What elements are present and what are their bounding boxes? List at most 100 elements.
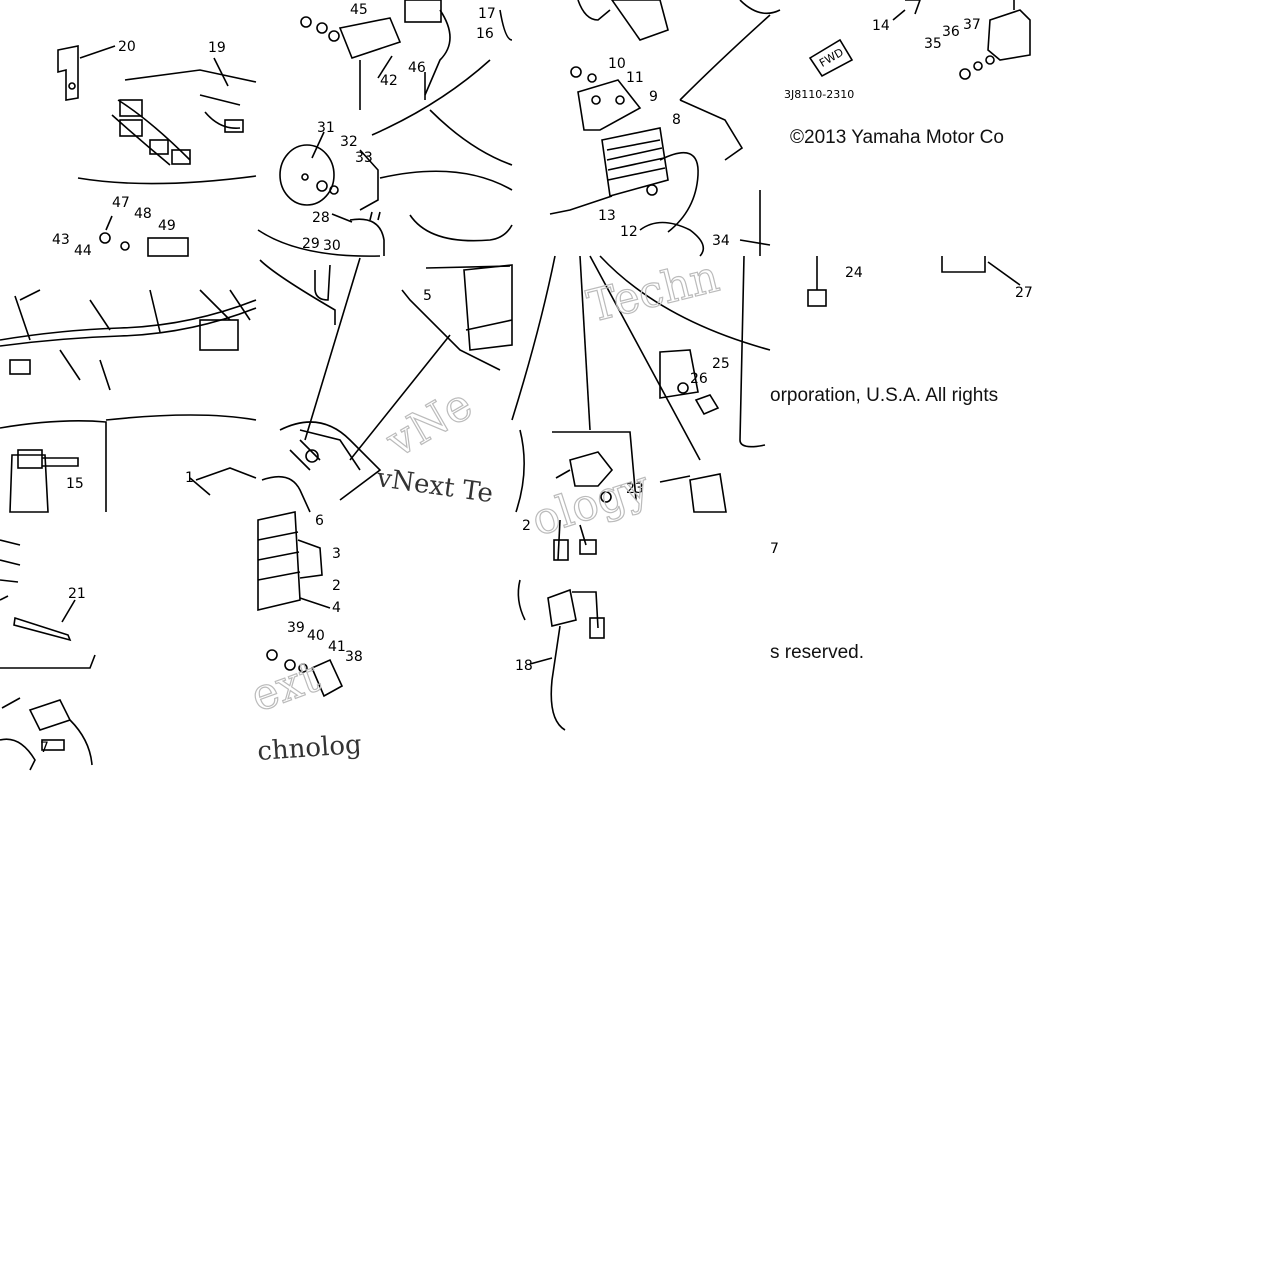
- callout-31: 31: [317, 120, 335, 136]
- watermark-chnolog: chnolog: [256, 730, 362, 767]
- callout-18: 18: [515, 658, 533, 674]
- callout-24: 24: [845, 265, 863, 281]
- callout-2: 2: [332, 578, 341, 594]
- callout-19: 19: [208, 40, 226, 56]
- callout-8: 8: [672, 112, 681, 128]
- nut-part-25: [677, 382, 720, 416]
- callout-15: 15: [66, 476, 84, 492]
- harness-wire-a: [379, 170, 513, 191]
- group-bracket-line-a: [371, 59, 491, 136]
- callout-29: 29: [302, 236, 320, 252]
- callout-34: 34: [712, 233, 730, 249]
- callout-9: 9: [649, 89, 658, 105]
- connector-bracket: [499, 9, 513, 41]
- callout-1: 1: [185, 470, 194, 486]
- callout-41: 41: [328, 639, 346, 655]
- relay-box-22: [659, 473, 727, 513]
- bracket-line-k: [552, 431, 637, 501]
- bracket-line-f: [0, 420, 107, 512]
- callout-28: 28: [312, 210, 330, 226]
- callout-30: 30: [323, 238, 341, 254]
- callout-14: 14: [872, 18, 890, 34]
- leader-line-b: [349, 334, 451, 461]
- callout-20: 20: [118, 39, 136, 55]
- callout-40: 40: [307, 628, 325, 644]
- callout-39: 39: [287, 620, 305, 636]
- copyright-line-3: s reserved.: [770, 642, 864, 663]
- callout-22: 2: [522, 518, 531, 534]
- callout-25: 25: [712, 356, 730, 372]
- regulator-part-5: [425, 264, 513, 351]
- callout-47: 47: [112, 195, 130, 211]
- callout-6: 6: [315, 513, 324, 529]
- leader-line-e: [589, 255, 701, 461]
- fwd-tag: [808, 38, 854, 78]
- watermark-vne: vNe: [377, 379, 481, 468]
- callout-49: 49: [158, 218, 176, 234]
- bracket-top: [739, 0, 781, 15]
- callout-21: 21: [68, 586, 86, 602]
- bracket-line-j: [659, 349, 699, 399]
- callout-3: 3: [332, 546, 341, 562]
- bracket-part-20: [57, 45, 116, 101]
- callout-labels: 20 19 47 48 49 43 44 45 42 46 17 16 31 3…: [40, 2, 1033, 756]
- bracket-line-h: [401, 289, 501, 371]
- wire-harness-19: [111, 57, 257, 166]
- ignition-coil-top: [611, 0, 669, 41]
- fuse-holder: [314, 264, 331, 301]
- bracket-line-e: [679, 99, 744, 161]
- copyright-line-2: orporation, U.S.A. All rights: [770, 385, 999, 406]
- figure-code: 3J8110-2310: [784, 88, 854, 101]
- wire-bundle-left: [0, 539, 21, 601]
- leader-line-f: [599, 255, 771, 351]
- callout-7b: 7: [770, 541, 779, 557]
- part-14: [905, 0, 921, 15]
- bracket-line-d: [409, 214, 513, 242]
- callout-37: 37: [963, 17, 981, 33]
- callout-33: 33: [355, 150, 373, 166]
- callout-10: 10: [608, 56, 626, 72]
- watermark-techn: Techn: [582, 251, 724, 333]
- connector-part-24: [807, 256, 827, 307]
- callout-38: 38: [345, 649, 363, 665]
- callout-45: 45: [350, 2, 368, 18]
- junction-cluster: [279, 421, 382, 501]
- callout-32: 32: [340, 134, 358, 150]
- harness-wire-b: [429, 109, 513, 166]
- callout-11: 11: [626, 70, 644, 86]
- copyright-line-1: ©2013 Yamaha Motor Co: [790, 127, 1004, 148]
- bolt-part-21: [13, 599, 76, 642]
- watermark-ology: ology: [526, 461, 656, 547]
- sensor-part-23: [555, 451, 614, 503]
- callout-44: 44: [74, 243, 92, 259]
- wire-stub-b: [515, 429, 525, 513]
- watermarks: Techn vNext Te ext chnolog vNe ology: [244, 250, 725, 767]
- leader-line-a: [304, 257, 361, 441]
- bracket-line-i: [259, 259, 336, 325]
- bracket-line-l: [739, 255, 766, 448]
- callout-23: 23: [626, 481, 644, 497]
- bracket-line-m: [0, 654, 96, 669]
- wire-stub: [261, 475, 311, 513]
- callout-36: 36: [942, 24, 960, 40]
- callout-7: 7: [40, 740, 49, 756]
- bolts-47-48-49: [99, 215, 189, 257]
- group-bracket-line-b: [359, 149, 379, 211]
- callout-46: 46: [408, 60, 426, 76]
- sensor-part-18: [517, 579, 605, 731]
- callout-43: 43: [52, 232, 70, 248]
- unit-part-27: [941, 256, 1021, 286]
- watermark-ext: ext: [244, 651, 326, 722]
- switch-part-7: [0, 697, 93, 771]
- callout-26: 26: [690, 371, 708, 387]
- callout-12: 12: [620, 224, 638, 240]
- relay-part-37: [959, 0, 1031, 80]
- callout-4: 4: [332, 600, 341, 616]
- callout-17: 17: [478, 6, 496, 22]
- main-harness: [0, 289, 257, 391]
- horn-plate-31: [279, 131, 339, 206]
- wire-loop: [639, 221, 705, 257]
- connector-part-46: [404, 0, 451, 100]
- callout-35: 35: [924, 36, 942, 52]
